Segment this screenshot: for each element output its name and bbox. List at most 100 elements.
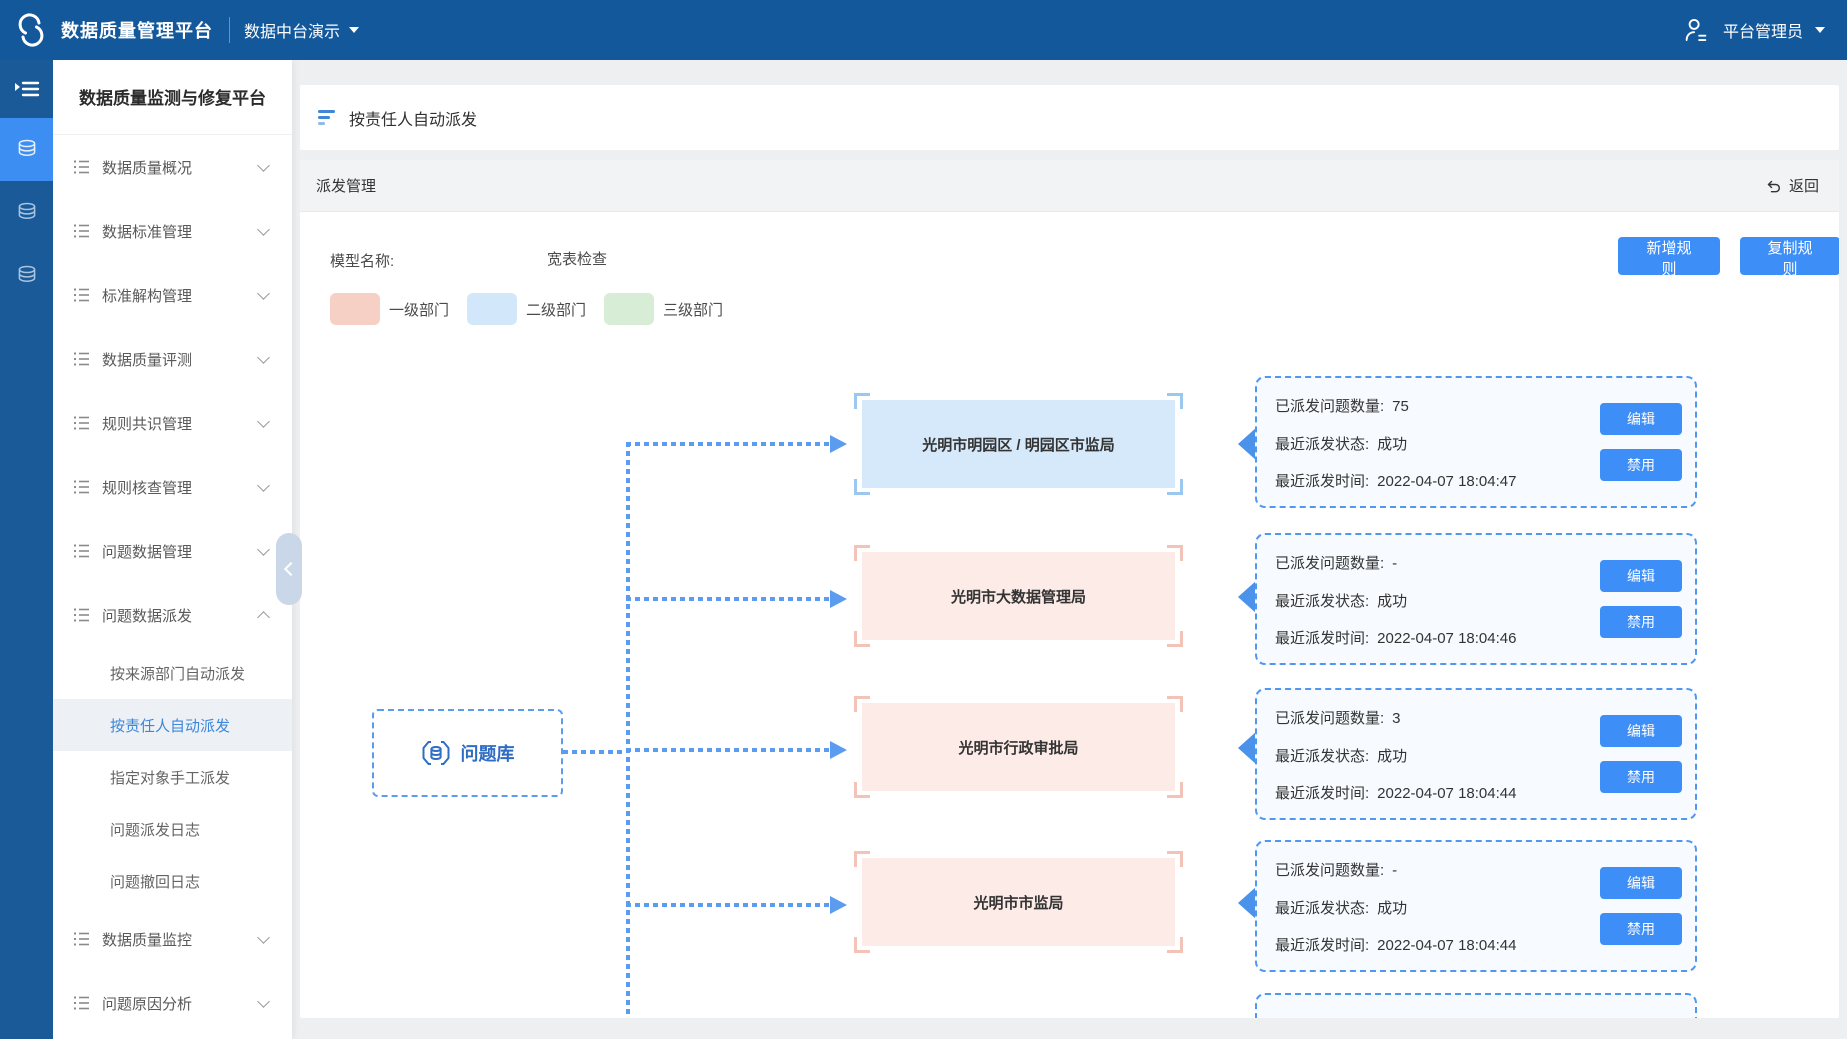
dispatched-count-line: 已派发问题数量:- bbox=[1275, 552, 1585, 573]
sidebar-item-label: 问题原因分析 bbox=[102, 993, 259, 1014]
time-value: 2022-04-07 18:04:44 bbox=[1377, 785, 1516, 802]
sidebar-item-label: 数据质量监控 bbox=[102, 929, 259, 950]
user-name: 平台管理员 bbox=[1723, 24, 1803, 41]
connector-line bbox=[626, 903, 830, 907]
dispatch-panel: 派发管理 返回 模型名称: 宽表检查 新增规则 复制规则 一级部门 二级部门 bbox=[300, 160, 1839, 1018]
time-line: 最近派发时间:2022-04-07 18:04:44 bbox=[1275, 934, 1585, 955]
status-value: 成功 bbox=[1377, 593, 1407, 610]
legend: 一级部门 二级部门 三级部门 bbox=[330, 293, 741, 325]
chevron-left-icon bbox=[284, 562, 298, 576]
legend-item-level2: 二级部门 bbox=[467, 293, 586, 325]
env-switcher[interactable]: 数据中台演示 bbox=[244, 18, 359, 42]
user-menu[interactable]: 平台管理员 bbox=[1723, 18, 1803, 42]
list-icon bbox=[73, 159, 90, 175]
dispatch-info-card-partial bbox=[1255, 993, 1697, 1018]
count-label: 已派发问题数量: bbox=[1275, 862, 1384, 879]
dept-node-label: 光明市行政审批局 bbox=[958, 737, 1078, 758]
chevron-down-icon bbox=[1815, 27, 1825, 33]
sidebar-item-data-quality-evaluation[interactable]: 数据质量评测 bbox=[53, 327, 292, 391]
issue-library-icon bbox=[421, 740, 451, 766]
list-icon bbox=[73, 543, 90, 559]
chevron-down-icon bbox=[257, 159, 270, 172]
sidebar: 数据质量监测与修复平台 数据质量概况 数据标准管理 标准解构管理 数据质量评测 … bbox=[53, 60, 292, 1039]
sidebar-item-rule-consensus-mgmt[interactable]: 规则共识管理 bbox=[53, 391, 292, 455]
edit-button[interactable]: 编辑 bbox=[1600, 560, 1682, 592]
dept-node-mingyuan[interactable]: 光明市明园区 / 明园区市监局 bbox=[862, 400, 1175, 488]
corner-bracket bbox=[1167, 851, 1183, 867]
sidebar-item-issue-root-cause[interactable]: 问题原因分析 bbox=[53, 971, 292, 1035]
edit-button[interactable]: 编辑 bbox=[1600, 715, 1682, 747]
rail-item-database-2[interactable] bbox=[0, 181, 53, 244]
back-label: 返回 bbox=[1789, 175, 1819, 196]
chevron-down-icon bbox=[257, 931, 270, 944]
rail-item-database-3[interactable] bbox=[0, 244, 53, 307]
dispatched-count-line: 已派发问题数量: 3 bbox=[1275, 707, 1585, 728]
env-name: 数据中台演示 bbox=[244, 18, 340, 42]
issue-library-node[interactable]: 问题库 bbox=[372, 709, 563, 797]
time-label: 最近派发时间: bbox=[1275, 473, 1369, 490]
dept-node-label: 光明市市监局 bbox=[973, 892, 1063, 913]
database-icon bbox=[14, 200, 40, 226]
corner-bracket bbox=[854, 393, 870, 409]
corner-bracket bbox=[1167, 937, 1183, 953]
corner-bracket bbox=[1167, 393, 1183, 409]
count-value: 3 bbox=[1392, 710, 1400, 727]
status-value: 成功 bbox=[1377, 436, 1407, 453]
sidebar-subitem-dispatch-by-owner[interactable]: 按责任人自动派发 bbox=[53, 699, 292, 751]
page-title: 按责任人自动派发 bbox=[349, 106, 477, 130]
edit-button[interactable]: 编辑 bbox=[1600, 403, 1682, 435]
edit-button[interactable]: 编辑 bbox=[1600, 867, 1682, 899]
status-label: 最近派发状态: bbox=[1275, 748, 1369, 765]
sidebar-item-standard-decompose-mgmt[interactable]: 标准解构管理 bbox=[53, 263, 292, 327]
sidebar-subitem-dispatch-by-source-dept[interactable]: 按来源部门自动派发 bbox=[53, 647, 292, 699]
connector-trunk bbox=[626, 442, 630, 1018]
sidebar-subitem-label: 问题派发日志 bbox=[110, 819, 200, 840]
sidebar-subitem-label: 指定对象手工派发 bbox=[110, 767, 230, 788]
legend-label: 二级部门 bbox=[526, 299, 586, 320]
time-label: 最近派发时间: bbox=[1275, 630, 1369, 647]
rail-item-database-1[interactable] bbox=[0, 118, 53, 181]
sidebar-subitem-withdraw-log[interactable]: 问题撤回日志 bbox=[53, 855, 292, 907]
arrow-right-icon bbox=[830, 741, 847, 759]
count-label: 已派发问题数量: bbox=[1275, 555, 1384, 572]
sidebar-subitem-dispatch-log[interactable]: 问题派发日志 bbox=[53, 803, 292, 855]
disable-button[interactable]: 禁用 bbox=[1600, 913, 1682, 945]
chevron-down-icon bbox=[257, 415, 270, 428]
count-label: 已派发问题数量: bbox=[1275, 710, 1384, 727]
list-icon bbox=[73, 287, 90, 303]
menu-toggle-button[interactable] bbox=[0, 60, 53, 118]
copy-rule-button[interactable]: 复制规则 bbox=[1740, 237, 1839, 275]
connector-line bbox=[626, 748, 830, 752]
model-name-value: 宽表检查 bbox=[547, 248, 607, 269]
dept-node-bigdata-bureau[interactable]: 光明市大数据管理局 bbox=[862, 552, 1175, 640]
legend-swatch-level2 bbox=[467, 293, 517, 325]
sidebar-subitem-manual-dispatch[interactable]: 指定对象手工派发 bbox=[53, 751, 292, 803]
dispatch-info-card: 已派发问题数量:- 最近派发状态:成功 最近派发时间:2022-04-07 18… bbox=[1255, 533, 1697, 665]
sidebar-item-data-quality-monitor[interactable]: 数据质量监控 bbox=[53, 907, 292, 971]
list-icon bbox=[73, 607, 90, 623]
sidebar-item-issue-data-dispatch[interactable]: 问题数据派发 bbox=[53, 583, 292, 647]
sidebar-item-label: 标准解构管理 bbox=[102, 285, 259, 306]
corner-bracket bbox=[1167, 696, 1183, 712]
sidebar-collapse-handle[interactable] bbox=[276, 533, 302, 605]
corner-bracket bbox=[854, 696, 870, 712]
chevron-down-icon bbox=[349, 27, 359, 33]
corner-bracket bbox=[1167, 479, 1183, 495]
legend-swatch-level1 bbox=[330, 293, 380, 325]
sidebar-item-issue-data-mgmt[interactable]: 问题数据管理 bbox=[53, 519, 292, 583]
back-button[interactable]: 返回 bbox=[1765, 175, 1819, 196]
dept-node-admin-approval-bureau[interactable]: 光明市行政审批局 bbox=[862, 703, 1175, 791]
add-rule-button[interactable]: 新增规则 bbox=[1618, 237, 1720, 275]
sidebar-item-rule-check-mgmt[interactable]: 规则核查管理 bbox=[53, 455, 292, 519]
sidebar-item-data-quality-overview[interactable]: 数据质量概况 bbox=[53, 135, 292, 199]
sidebar-item-label: 数据标准管理 bbox=[102, 221, 259, 242]
sidebar-item-data-standard-mgmt[interactable]: 数据标准管理 bbox=[53, 199, 292, 263]
disable-button[interactable]: 禁用 bbox=[1600, 761, 1682, 793]
dept-node-market-supervision-bureau[interactable]: 光明市市监局 bbox=[862, 858, 1175, 946]
sidebar-subitem-label: 问题撤回日志 bbox=[110, 871, 200, 892]
disable-button[interactable]: 禁用 bbox=[1600, 449, 1682, 481]
sidebar-item-label: 问题数据管理 bbox=[102, 541, 259, 562]
disable-button[interactable]: 禁用 bbox=[1600, 606, 1682, 638]
legend-item-level1: 一级部门 bbox=[330, 293, 449, 325]
time-line: 最近派发时间:2022-04-07 18:04:46 bbox=[1275, 627, 1585, 648]
